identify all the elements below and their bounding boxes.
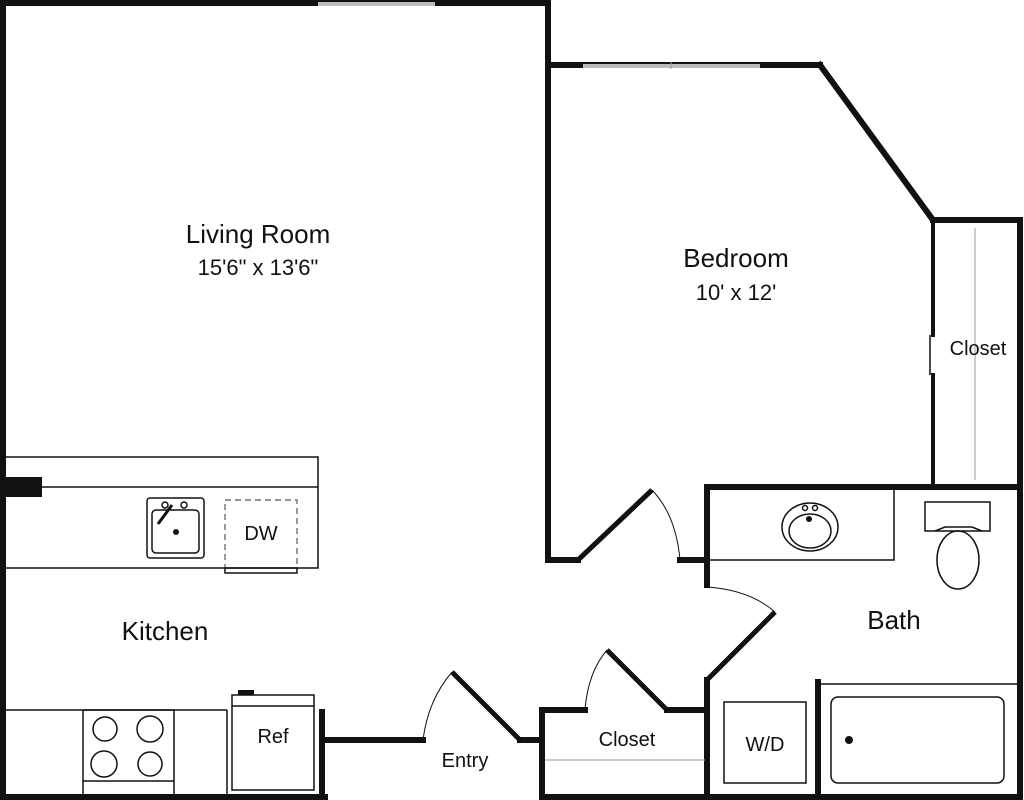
living-room-label: Living Room: [186, 219, 331, 249]
kitchen-counter: [3, 456, 319, 569]
vanity-sink-icon: [708, 488, 895, 561]
entry-closet-label: Closet: [599, 729, 656, 751]
bedroom-door[interactable]: [576, 488, 681, 562]
bathtub-icon: [830, 696, 1005, 784]
refrigerator-label: Ref: [257, 726, 289, 748]
living-room-dimensions: 15'6" x 13'6": [198, 255, 319, 280]
bedroom-label: Bedroom: [683, 243, 789, 273]
entry-door[interactable]: [422, 670, 522, 742]
bedroom-dimensions: 10' x 12': [696, 280, 777, 305]
range-icon: [82, 709, 175, 798]
dishwasher: DW: [224, 499, 298, 574]
kitchen-label: Kitchen: [122, 616, 209, 646]
refrigerator: Ref: [231, 690, 315, 791]
bedroom-closet-label: Closet: [950, 338, 1007, 360]
kitchen-sink-icon: [146, 497, 205, 559]
washer-dryer-label: W/D: [746, 734, 785, 756]
dishwasher-label: DW: [244, 523, 277, 545]
toilet-icon: [924, 501, 991, 590]
entry-label: Entry: [442, 750, 489, 772]
bath-door[interactable]: [705, 586, 777, 682]
bath-label: Bath: [867, 605, 921, 635]
entry-closet-door[interactable]: [584, 648, 669, 712]
washer-dryer: W/D: [723, 701, 807, 784]
